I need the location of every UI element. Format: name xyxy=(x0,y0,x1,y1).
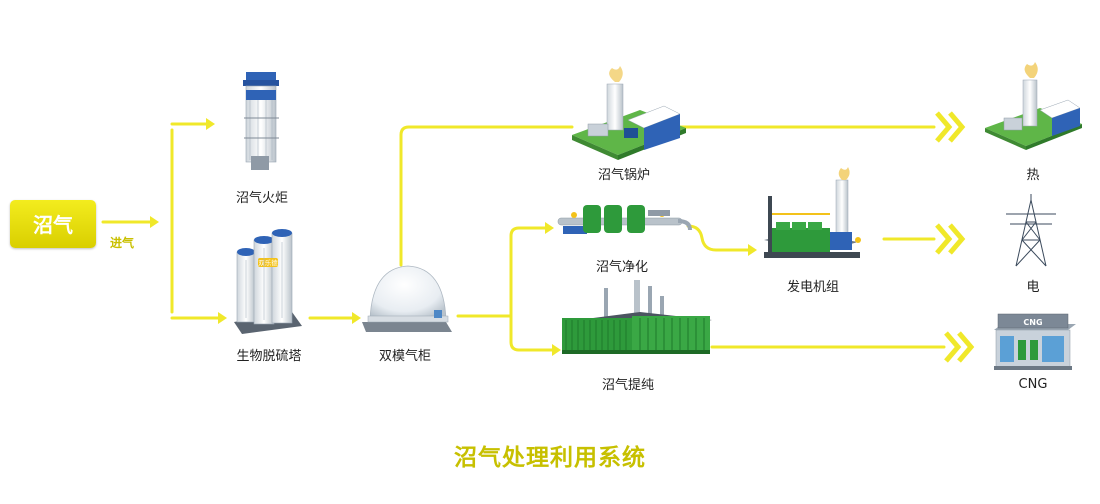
arrow-flare xyxy=(206,118,215,130)
tower-badge: 双乐德 xyxy=(258,258,278,267)
flare-label: 沼气火炬 xyxy=(235,191,289,206)
biogas-source-label: 沼气 xyxy=(33,213,73,237)
arrow-heads xyxy=(150,118,757,356)
gas-holder-label: 双模气柜 xyxy=(378,349,432,364)
arrow-tower xyxy=(218,312,227,324)
generator-set-graphic xyxy=(764,167,861,258)
generator-set-label: 发电机组 xyxy=(786,280,840,295)
desulfurization-tower-graphic: 双乐德 xyxy=(234,229,302,334)
heat-output-label: 热 xyxy=(1026,168,1040,183)
purification-label: 沼气净化 xyxy=(595,260,649,275)
chevrons xyxy=(935,111,975,363)
line-split-vertical xyxy=(509,226,554,352)
cng-station-graphic: CNG xyxy=(994,313,1076,370)
line-purify-to-generator xyxy=(686,224,750,252)
biogas-source-box: 沼气 xyxy=(10,200,96,248)
arrow-generator xyxy=(748,244,757,256)
inlet-label: 进气 xyxy=(110,236,135,250)
boiler-label: 沼气锅炉 xyxy=(597,168,651,183)
line-holder-to-boiler xyxy=(399,125,574,267)
gas-holder-graphic xyxy=(362,265,452,332)
boiler-graphic xyxy=(572,66,686,160)
upgrading-label: 沼气提纯 xyxy=(601,378,655,393)
cng-sign-text: CNG xyxy=(1023,318,1042,327)
chevron-heat xyxy=(935,111,966,143)
heat-building-graphic xyxy=(985,62,1082,150)
pylon-graphic xyxy=(1006,194,1056,267)
purification-graphic xyxy=(557,205,692,234)
chevron-cng xyxy=(944,331,975,363)
arrow-holder xyxy=(352,312,361,324)
upgrading-graphic xyxy=(562,280,712,354)
arrow-upgrade xyxy=(552,344,561,356)
arrow-inlet xyxy=(150,216,159,228)
diagram-title: 沼气处理利用系统 xyxy=(454,445,646,471)
flare-tower-graphic xyxy=(243,72,279,170)
electricity-output-label: 电 xyxy=(1026,280,1040,295)
flow-lines xyxy=(101,122,946,352)
arrow-purify xyxy=(545,222,554,234)
desulfurization-tower-label: 生物脱硫塔 xyxy=(236,349,302,364)
cng-output-label: CNG xyxy=(1018,377,1048,392)
chevron-electricity xyxy=(935,223,966,255)
